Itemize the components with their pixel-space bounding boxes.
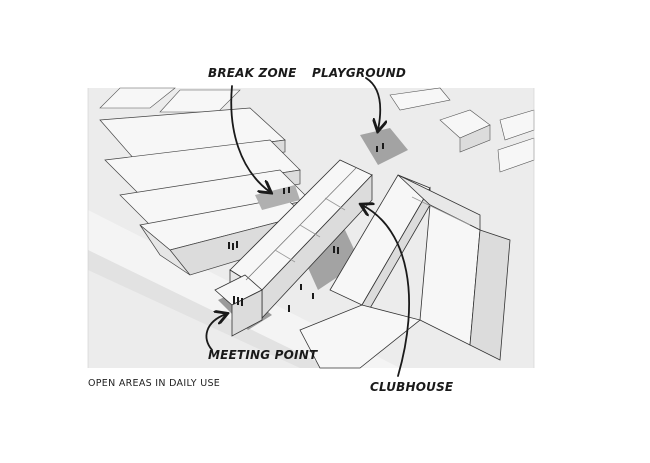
background-buildings: [99, 87, 535, 173]
people-figures: [228, 143, 384, 312]
arrow-playground: [365, 77, 380, 130]
playground-label: PLAYGROUND: [312, 66, 407, 80]
clubhouse-label: CLUBHOUSE: [370, 380, 454, 394]
central-building: [214, 159, 373, 337]
arrow-break-zone: [230, 85, 270, 192]
road-edge: [88, 250, 330, 368]
meeting-point-label: MEETING POINT: [208, 348, 318, 362]
callout-arrows: [205, 77, 411, 377]
break-zone-label: BREAK ZONE: [208, 66, 297, 80]
figure-caption: OPEN AREAS IN DAILY USE: [88, 378, 221, 389]
arrow-clubhouse: [362, 205, 411, 377]
arrow-meeting-point: [205, 314, 226, 351]
